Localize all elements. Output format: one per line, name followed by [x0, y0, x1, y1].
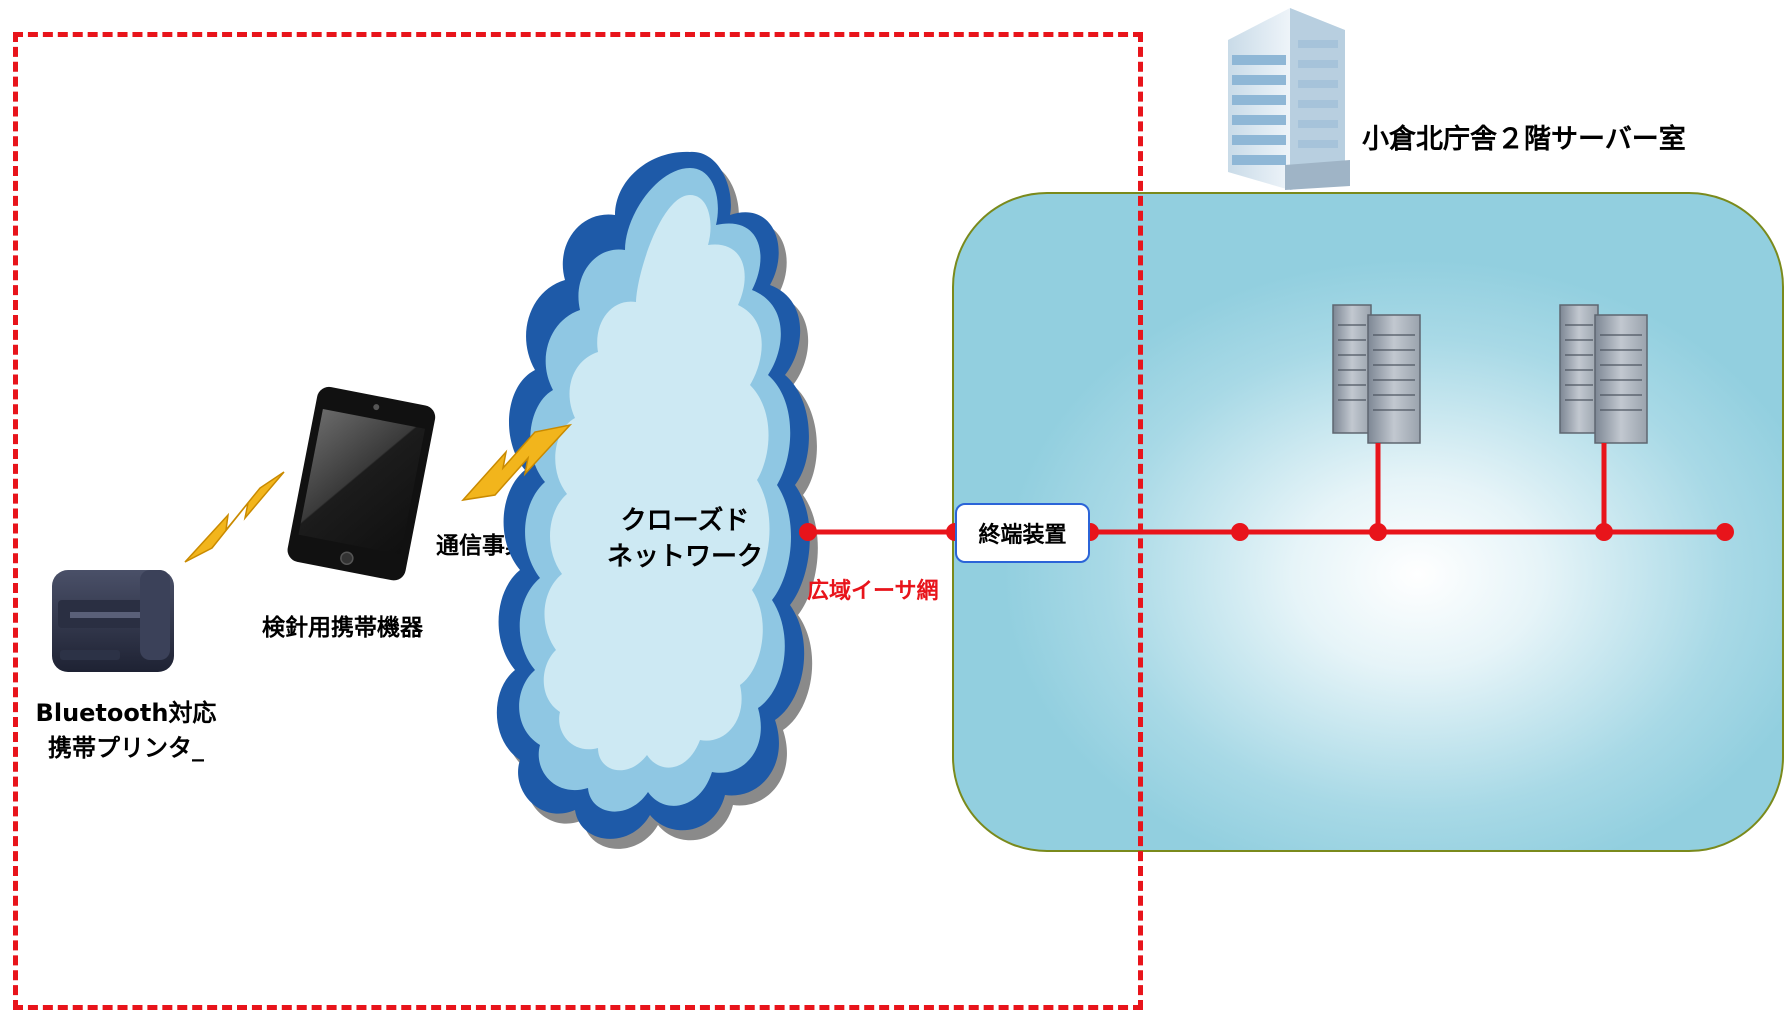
cloud-label: クローズド ネットワーク: [607, 503, 763, 575]
building-icon: [1228, 8, 1350, 190]
network-node: [1369, 523, 1387, 541]
server-icon: [1559, 304, 1648, 444]
tablet-icon: [287, 386, 436, 581]
cloud-label-line1: クローズド: [620, 506, 750, 536]
cloud-icon: [496, 151, 818, 849]
network-node: [799, 523, 817, 541]
building-label: 小倉北庁舎２階サーバー室: [1362, 124, 1686, 155]
lightning-icon: [184, 471, 285, 563]
network-node: [1231, 523, 1249, 541]
cloud-label-line2: ネットワーク: [607, 542, 764, 572]
lightning-icon: [461, 423, 573, 502]
printer-label: Bluetooth対応 携帯プリンタ_: [32, 693, 220, 763]
server-icon: [1332, 304, 1421, 444]
network-node: [1716, 523, 1734, 541]
network-node: [1595, 523, 1613, 541]
printer-label-line1: Bluetooth対応: [35, 699, 217, 727]
terminal-device: 終端装置: [955, 503, 1090, 563]
server-room-area: [952, 192, 1784, 852]
terminal-label: 終端装置: [978, 523, 1067, 548]
printer-icon: [52, 570, 174, 672]
printer-label-line2: 携帯プリンタ_: [48, 734, 204, 762]
handheld-label: 検針用携帯機器: [262, 615, 423, 641]
wan-label: 広域イーサ網: [807, 579, 939, 604]
